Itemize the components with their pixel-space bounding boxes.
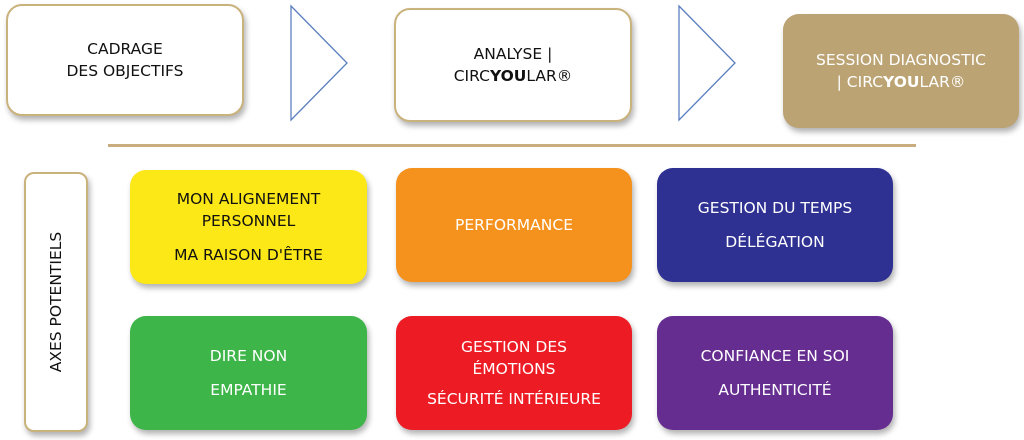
tile-gestion-temps: GESTION DU TEMPS DÉLÉGATION — [657, 168, 893, 282]
chevron-right-icon — [290, 4, 348, 122]
step-cadrage: CADRAGE DES OBJECTIFS — [6, 4, 244, 116]
tile-confiance: CONFIANCE EN SOI AUTHENTICITÉ — [657, 316, 893, 430]
step-cadrage-line2: DES OBJECTIFS — [66, 62, 184, 80]
tile-dire-non-sub: EMPATHIE — [210, 381, 287, 399]
step-session-line1: SESSION DIAGNOSTIC — [816, 51, 986, 69]
tile-confiance-sub: AUTHENTICITÉ — [718, 381, 832, 399]
step-session-line2: | CIRCYOULAR® — [836, 73, 966, 91]
step-cadrage-line1: CADRAGE — [87, 40, 163, 58]
axes-potentiels-box: AXES POTENTIELS — [24, 172, 88, 432]
axes-potentiels-label: AXES POTENTIELS — [47, 231, 65, 373]
tile-emotions-line1: GESTION DES — [461, 338, 567, 356]
tile-dire-non: DIRE NON EMPATHIE — [130, 316, 367, 430]
tile-emotions-sub: SÉCURITÉ INTÉRIEURE — [427, 390, 601, 408]
tile-alignement-line1: MON ALIGNEMENT — [176, 190, 321, 208]
step-session-diagnostic: SESSION DIAGNOSTIC | CIRCYOULAR® — [783, 14, 1019, 128]
step-analyse-line2: CIRCYOULAR® — [453, 67, 573, 85]
step-analyse-line1: ANALYSE | — [473, 45, 553, 63]
tile-emotions-line2: ÉMOTIONS — [472, 360, 556, 378]
tile-gestion-emotions: GESTION DES ÉMOTIONS SÉCURITÉ INTÉRIEURE — [396, 316, 632, 430]
tile-performance-line1: PERFORMANCE — [455, 216, 573, 234]
tile-gestion-temps-line1: GESTION DU TEMPS — [697, 199, 853, 217]
tile-confiance-line1: CONFIANCE EN SOI — [700, 347, 850, 365]
divider-line — [108, 144, 916, 147]
tile-alignement-line2: PERSONNEL — [201, 212, 296, 230]
tile-gestion-temps-sub: DÉLÉGATION — [725, 233, 825, 251]
step-analyse: ANALYSE | CIRCYOULAR® — [394, 8, 632, 122]
tile-alignement-sub: MA RAISON D'ÊTRE — [174, 246, 323, 264]
tile-dire-non-line1: DIRE NON — [209, 347, 288, 365]
tile-performance: PERFORMANCE — [396, 168, 632, 282]
tile-alignement: MON ALIGNEMENT PERSONNEL MA RAISON D'ÊTR… — [130, 170, 367, 284]
chevron-right-icon — [678, 4, 736, 122]
